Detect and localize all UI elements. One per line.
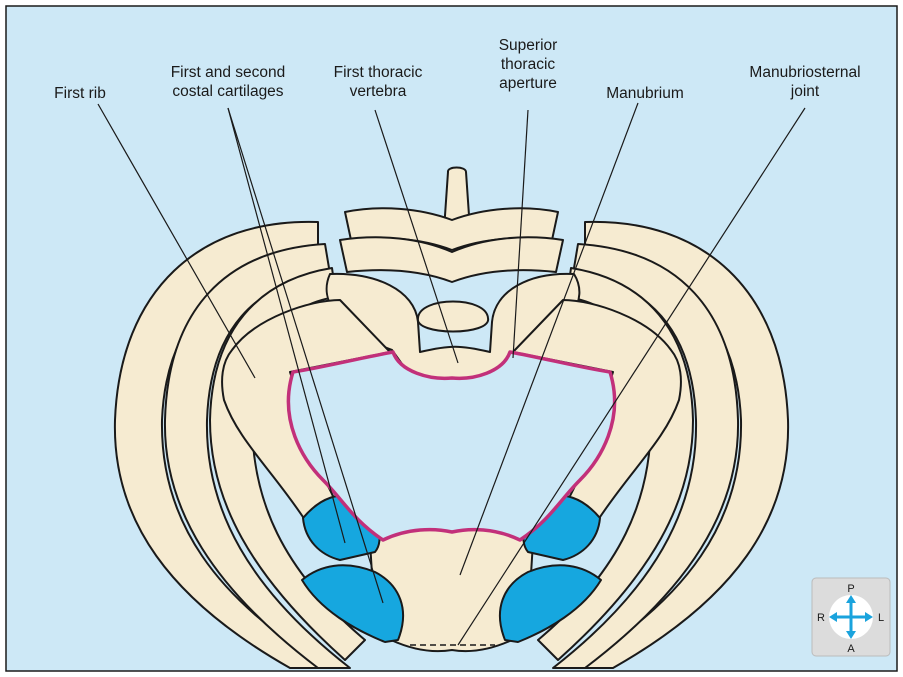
label-superior-thoracic-aperture: Superior thoracic aperture: [478, 36, 578, 93]
label-first-rib: First rib: [40, 84, 120, 103]
label-first-thoracic-vertebra: First thoracic vertebra: [318, 63, 438, 101]
label-manubrium: Manubrium: [595, 84, 695, 103]
orientation-compass: P A R L: [812, 578, 890, 656]
compass-anterior: A: [847, 643, 855, 655]
label-manubriosternal-joint: Manubriosternal joint: [735, 63, 875, 101]
compass-right: R: [817, 612, 825, 624]
vertebral-body: [418, 302, 488, 332]
label-costal-cartilages: First and second costal cartilages: [148, 63, 308, 101]
compass-left: L: [878, 612, 884, 624]
compass-posterior: P: [847, 583, 854, 595]
